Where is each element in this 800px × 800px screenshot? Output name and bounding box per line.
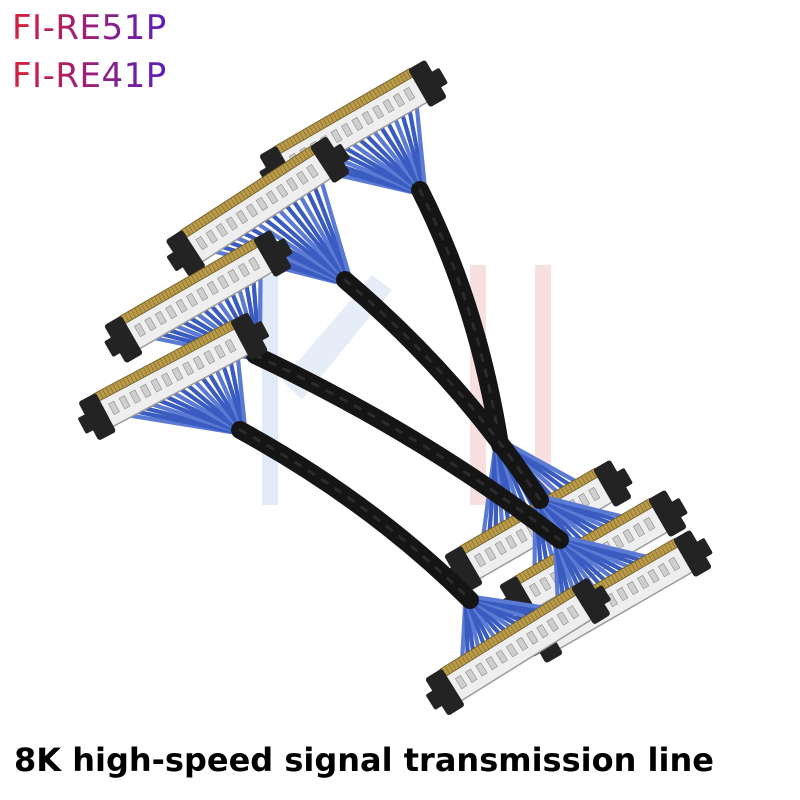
model-title-1: FI-RE51P <box>12 8 167 48</box>
watermark-bar-1 <box>262 275 278 505</box>
wire-fan-top-2 <box>199 169 352 286</box>
model-title-2: FI-RE41P <box>12 56 167 96</box>
connector-bottom-4 <box>425 578 611 716</box>
cable-assemblies <box>78 60 713 716</box>
connector-top-2 <box>166 137 350 277</box>
product-caption: 8K high-speed signal transmission line <box>14 741 714 779</box>
cable-assembly-4 <box>78 313 611 716</box>
cable-assembly-3 <box>104 230 713 663</box>
watermark-bar-3 <box>535 265 551 505</box>
connector-top-3 <box>104 230 293 363</box>
connector-top-4 <box>78 313 269 440</box>
